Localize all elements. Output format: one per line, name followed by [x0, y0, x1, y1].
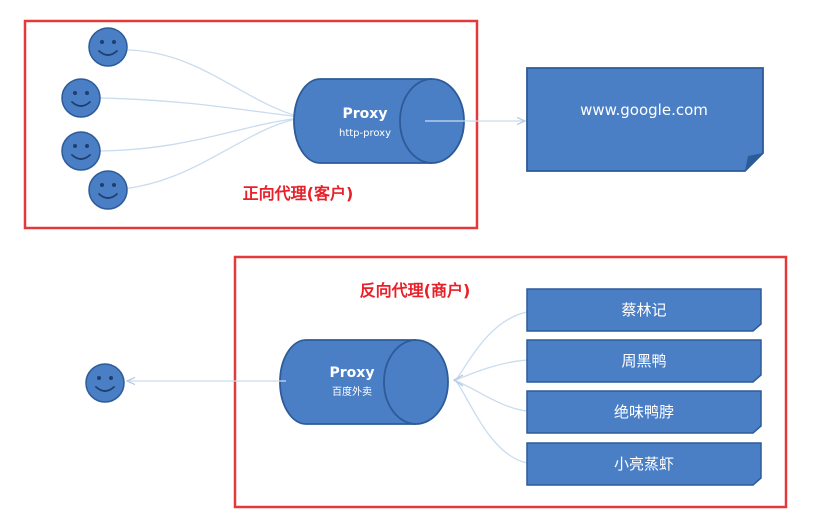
reverse-proxy-cylinder: Proxy 百度外卖 — [279, 339, 449, 425]
forward-proxy-subtitle: http-proxy — [339, 128, 391, 139]
forward-proxy-name: Proxy — [343, 106, 388, 122]
merchant-to-proxy-arrowhead — [452, 374, 464, 387]
merchant-label: 小亮蒸虾 — [614, 455, 674, 473]
client-smiley-icon — [61, 78, 101, 118]
target-website-label: www.google.com — [580, 101, 708, 119]
merchant-document: 周黑鸭 — [526, 339, 762, 383]
reverse-client-smiley-icon — [85, 363, 125, 403]
forward-connectors — [98, 49, 301, 191]
merchant-document: 绝味鸭脖 — [526, 390, 762, 434]
target-website-document: www.google.com — [526, 67, 764, 172]
forward-proxy-title: 正向代理(客户) — [243, 184, 354, 203]
reverse-proxy-name: Proxy — [330, 365, 375, 381]
forward-proxy-frame — [23, 19, 479, 230]
reverse-proxy-subtitle: 百度外卖 — [332, 385, 372, 398]
reverse-connectors — [455, 311, 528, 464]
client-smiley-icon — [88, 170, 128, 210]
merchant-label: 蔡林记 — [621, 301, 666, 319]
client-smiley-icon — [61, 131, 101, 171]
forward-proxy-cylinder: Proxy http-proxy — [293, 78, 465, 164]
merchant-document: 小亮蒸虾 — [526, 442, 762, 486]
merchant-list: 蔡林记 周黑鸭 绝味鸭脖 小亮蒸虾 — [526, 288, 762, 486]
merchant-document: 蔡林记 — [526, 288, 762, 332]
merchant-label: 周黑鸭 — [621, 352, 666, 370]
client-smiley-icon — [88, 27, 128, 67]
merchant-label: 绝味鸭脖 — [614, 403, 674, 421]
reverse-proxy-frame — [233, 255, 788, 509]
reverse-proxy-title: 反向代理(商户) — [360, 281, 471, 300]
